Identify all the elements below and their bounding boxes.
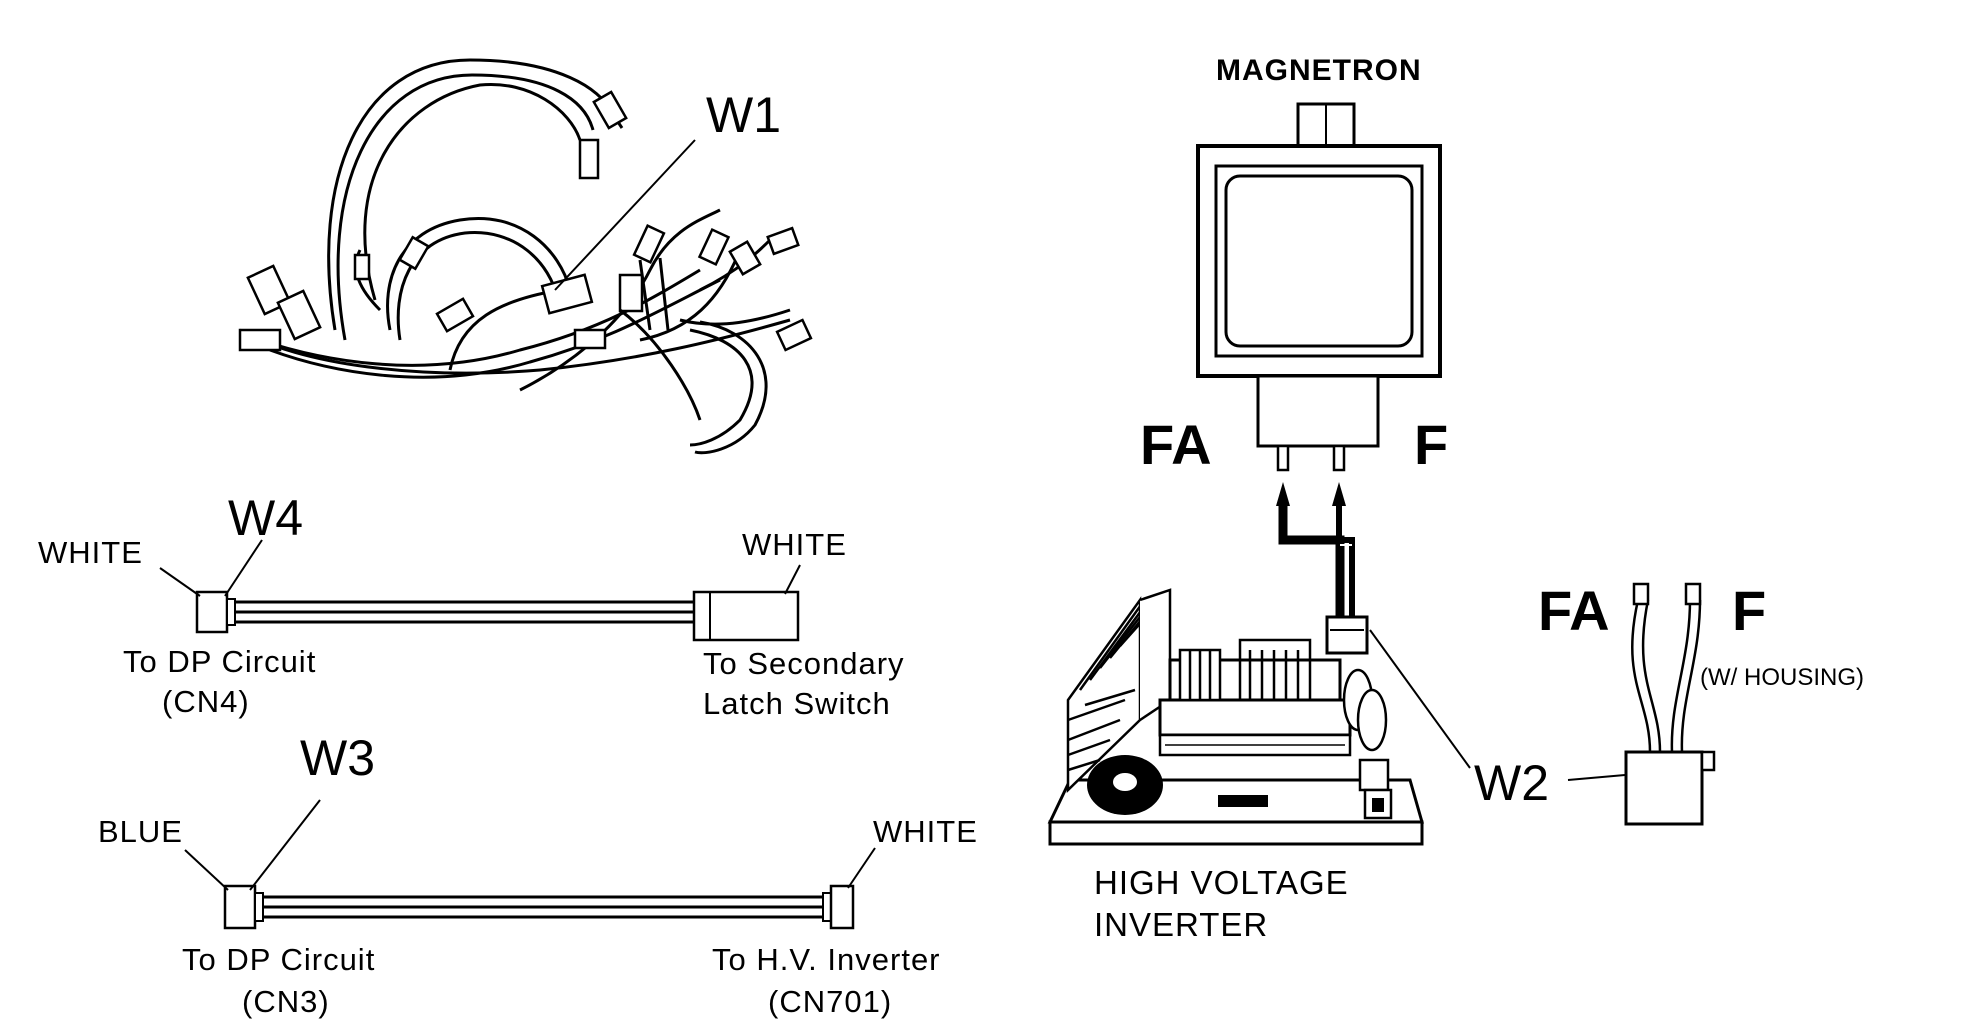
w2-ref-label: W2 — [1474, 755, 1549, 811]
w3-left-connector-id: (CN3) — [242, 984, 330, 1019]
w4-ref-label: W4 — [228, 490, 303, 546]
w4-right-destination-2: Latch Switch — [703, 686, 891, 721]
wire-harness-w1: W1 — [238, 58, 813, 455]
inverter-title-line1: HIGH VOLTAGE — [1094, 864, 1349, 901]
w2-terminal-fa: FA — [1538, 579, 1610, 642]
w2-housing-note: (W/ HOUSING) — [1700, 664, 1864, 691]
w3-right-connector-id: (CN701) — [768, 984, 892, 1019]
magnetron-terminal-f: F — [1414, 413, 1448, 476]
magnetron-terminal-fa: FA — [1140, 413, 1212, 476]
cable-w4: W4 WHITE WHITE To DP Circuit (CN4) To Se… — [38, 490, 905, 721]
magnetron: MAGNETRON FA F — [1140, 54, 1448, 620]
w3-left-color: BLUE — [98, 814, 183, 849]
w4-left-destination: To DP Circuit — [123, 644, 316, 679]
magnetron-title: MAGNETRON — [1216, 54, 1422, 87]
w3-left-destination: To DP Circuit — [182, 942, 375, 977]
w3-right-color: WHITE — [873, 814, 978, 849]
w1-ref-label: W1 — [706, 87, 781, 143]
w4-left-connector-id: (CN4) — [162, 684, 250, 719]
w3-ref-label: W3 — [300, 730, 375, 786]
w4-right-color: WHITE — [742, 527, 847, 562]
inverter-title-line2: INVERTER — [1094, 906, 1268, 943]
cable-w2: W2 FA F (W/ HOUSING) — [1369, 579, 1864, 826]
high-voltage-inverter: HIGH VOLTAGE INVERTER — [1047, 588, 1424, 943]
w4-right-destination: To Secondary — [703, 646, 905, 681]
cable-w3: W3 BLUE WHITE To DP Circuit (CN3) To H.V… — [98, 730, 978, 1019]
w3-right-destination: To H.V. Inverter — [712, 942, 941, 977]
w2-terminal-f: F — [1732, 579, 1766, 642]
w4-left-color: WHITE — [38, 535, 143, 570]
